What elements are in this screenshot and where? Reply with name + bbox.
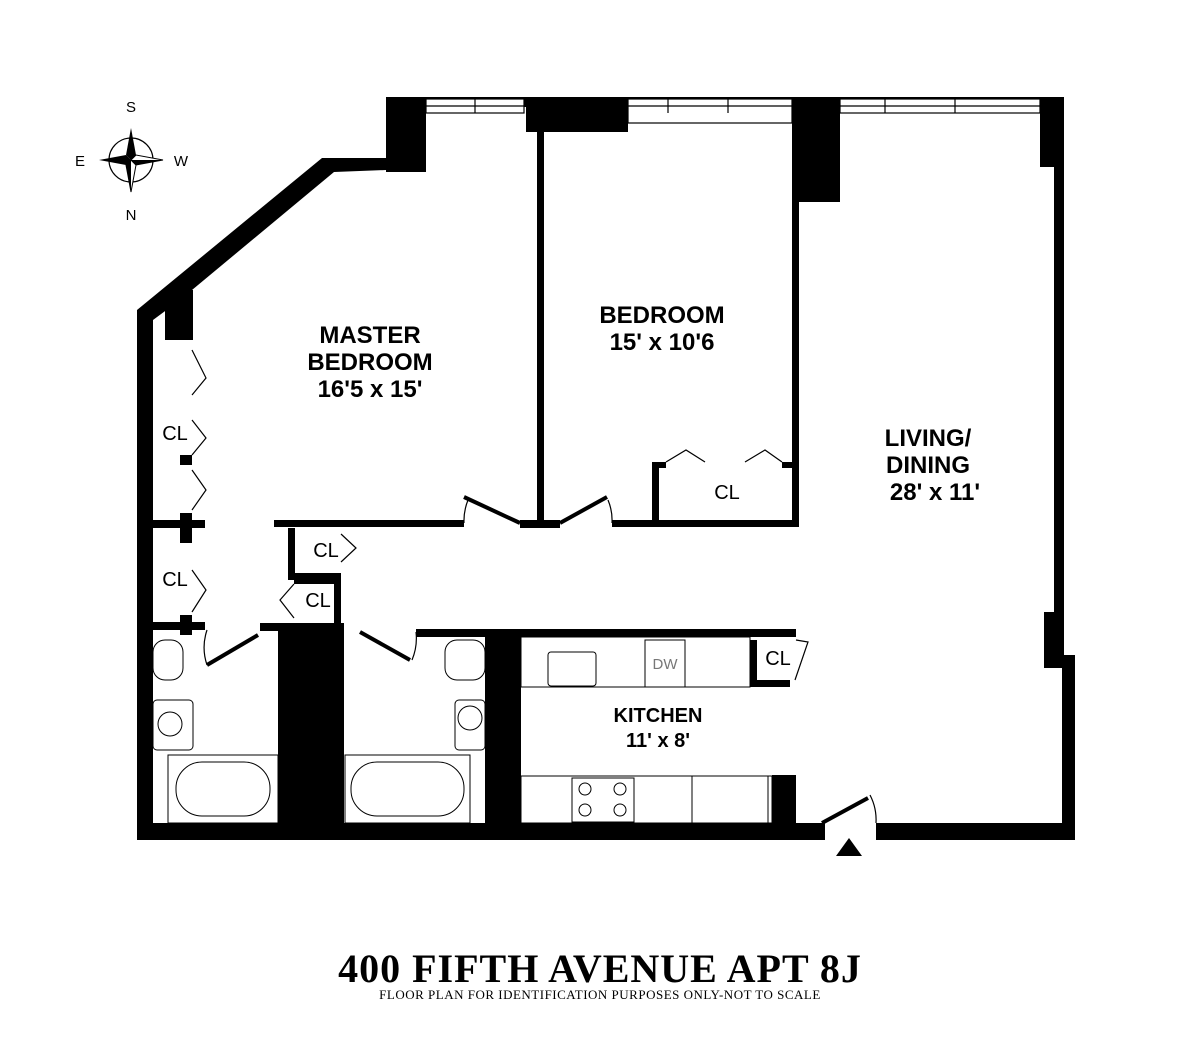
closet-label: CL <box>765 648 791 670</box>
closet-label: CL <box>714 482 740 504</box>
bathroom-fixtures <box>152 639 486 824</box>
master-bedroom-label-1: MASTER <box>319 322 420 349</box>
plan-title: 400 FIFTH AVENUE APT 8J <box>338 946 862 991</box>
living-label-2: DINING <box>886 452 970 479</box>
master-bedroom-dims: 16'5 x 15' <box>318 376 423 403</box>
closet-label: CL <box>313 540 339 562</box>
kitchen-label: KITCHEN <box>614 705 703 727</box>
compass-north-label: N <box>126 207 137 224</box>
interior-walls <box>153 125 799 839</box>
kitchen-fixtures <box>520 636 773 824</box>
living-dims: 28' x 11' <box>890 479 980 506</box>
bedroom-label: BEDROOM <box>599 302 724 329</box>
living-label-1: LIVING/ <box>885 425 972 452</box>
compass-rose-icon <box>99 128 164 193</box>
master-bedroom-label-2: BEDROOM <box>307 349 432 376</box>
compass-west-label: W <box>174 153 189 170</box>
compass-south-label: S <box>126 99 136 116</box>
compass-east-label: E <box>75 153 85 170</box>
entry-arrow-icon <box>836 838 862 856</box>
doors <box>191 349 877 825</box>
dishwasher-label: DW <box>653 656 679 673</box>
bedroom-dims: 15' x 10'6 <box>610 329 715 356</box>
kitchen-dims: 11' x 8' <box>626 730 690 752</box>
windows <box>425 98 1041 124</box>
closet-label: CL <box>162 423 188 445</box>
closet-label: CL <box>162 569 188 591</box>
closet-label: CL <box>305 590 331 612</box>
plan-subtitle: FLOOR PLAN FOR IDENTIFICATION PURPOSES O… <box>379 987 821 1002</box>
